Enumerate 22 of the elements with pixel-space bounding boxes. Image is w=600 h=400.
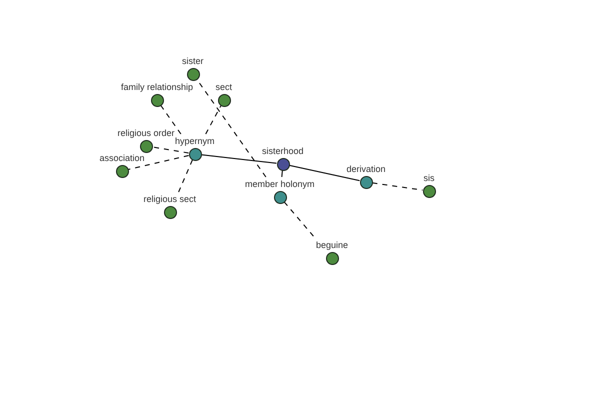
dashed-connector-line xyxy=(284,201,316,238)
dashed-connector-line xyxy=(178,160,193,192)
dashed-connector-line xyxy=(372,182,424,191)
node-label: derivation xyxy=(346,164,387,174)
node-label: sect xyxy=(214,82,234,92)
node-label: association xyxy=(98,152,146,162)
node-label: beguine xyxy=(315,240,350,250)
connector-line xyxy=(288,164,360,182)
node-label: religious order xyxy=(116,128,176,138)
dashed-connector-line xyxy=(160,104,182,134)
connector-line xyxy=(281,170,283,178)
node-label: member holonym xyxy=(244,178,316,188)
dashed-connector-line xyxy=(205,105,222,134)
dashed-connector-line xyxy=(152,146,190,154)
node-label: religious sect xyxy=(142,194,198,204)
node-label: sisterhood xyxy=(261,146,305,156)
connector-line xyxy=(201,154,277,164)
node-label: hypernym xyxy=(174,136,216,146)
dashed-connector-line xyxy=(128,155,190,170)
node-label: sister xyxy=(181,56,205,66)
node-label: sis xyxy=(422,172,436,182)
node-label: family relationship xyxy=(120,82,194,92)
